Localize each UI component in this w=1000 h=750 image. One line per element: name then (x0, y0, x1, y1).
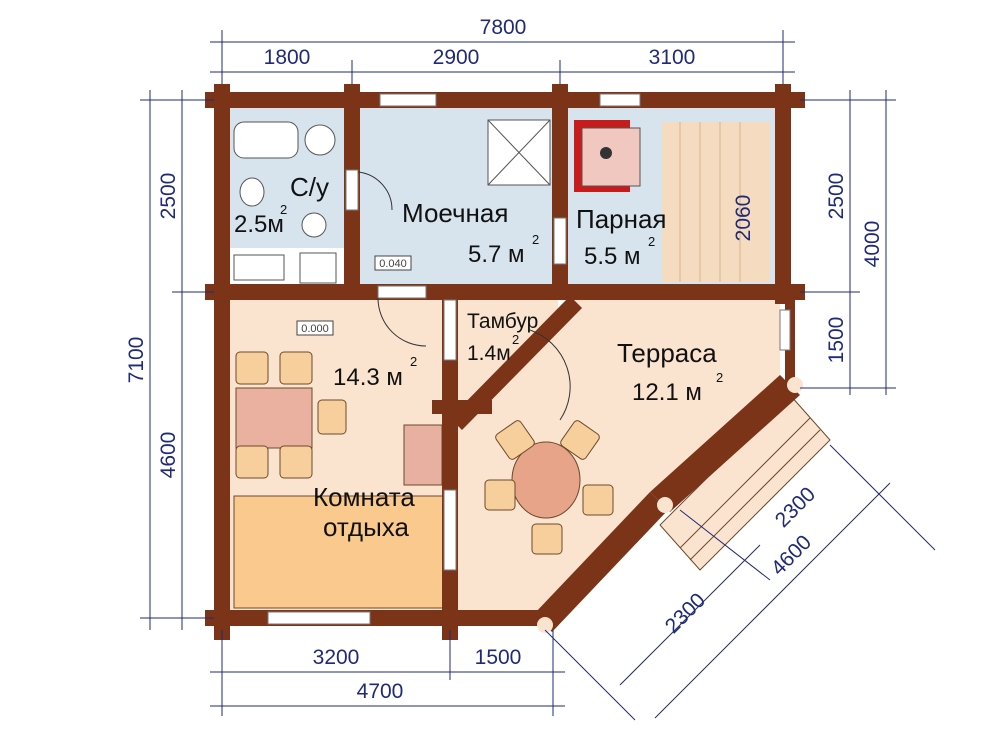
tv-icon (403, 424, 443, 486)
dim-right-2: 1500 (825, 317, 848, 364)
bathroom-door[interactable] (345, 169, 359, 211)
dim-right-1: 2500 (825, 173, 848, 220)
terrace-name: Терраса (617, 338, 717, 368)
stove-icon (581, 127, 641, 187)
svg-text:2: 2 (280, 202, 287, 217)
bathroom-area: 2.5м (234, 211, 284, 238)
dim-top-1: 1800 (264, 46, 311, 69)
dim-left-2: 4600 (157, 432, 180, 479)
dimension-lines (140, 30, 936, 721)
window (379, 93, 437, 107)
dim-top-3: 3100 (649, 46, 696, 69)
rest-room-name-2: отдыха (323, 512, 410, 542)
kitchen-sink-icon (299, 252, 337, 284)
window (599, 93, 641, 107)
steam-room-name: Парная (576, 204, 667, 234)
toilet-icon (239, 177, 265, 207)
bench-dimension: 2060 (732, 195, 755, 242)
window (779, 309, 791, 351)
dining-table (235, 387, 313, 449)
svg-text:2: 2 (410, 354, 417, 369)
rest-room-level: 0.000 (301, 323, 329, 335)
dim-right-total: 4000 (861, 221, 884, 268)
post (787, 377, 803, 393)
vestibule-area: 1.4м (467, 342, 511, 365)
dim-left-1: 2500 (157, 173, 180, 220)
terrace-door-swing (529, 329, 571, 421)
post (657, 497, 673, 513)
washroom-door[interactable] (377, 285, 427, 299)
sofa (233, 495, 445, 609)
post (537, 617, 553, 633)
dim-diagonal-1: 2300 (661, 589, 710, 638)
dim-bottom-2: 1500 (475, 646, 522, 669)
vestibule-name: Тамбур (467, 310, 538, 333)
steam-room-door[interactable] (553, 217, 567, 265)
rest-room-door[interactable] (443, 299, 457, 361)
dim-diagonal-total: 4600 (767, 531, 816, 580)
washroom-name: Моечная (402, 198, 508, 228)
steam-room-area: 5.5 м (584, 243, 641, 270)
bathtub-icon (233, 121, 299, 159)
svg-text:2: 2 (716, 370, 723, 385)
svg-text:2: 2 (532, 232, 539, 247)
window (443, 489, 457, 571)
window (267, 611, 371, 625)
rest-room-name-1: Комната (313, 482, 415, 512)
dim-top-total: 7800 (480, 16, 527, 39)
washroom-area: 5.7 м (468, 241, 525, 268)
svg-text:2: 2 (648, 234, 655, 249)
dim-left-total: 7100 (125, 337, 148, 384)
stove-top-icon (233, 254, 285, 281)
dim-bottom-1: 3200 (313, 646, 360, 669)
terrace-area: 12.1 м (632, 379, 702, 406)
rest-room-area: 14.3 м (333, 364, 403, 391)
dim-bottom-total: 4700 (357, 680, 404, 703)
dim-top-2: 2900 (433, 46, 480, 69)
sink-icon (304, 124, 336, 156)
bathroom-name: С/у (290, 172, 329, 202)
svg-text:2: 2 (512, 332, 519, 347)
washroom-level: 0.040 (379, 258, 407, 270)
